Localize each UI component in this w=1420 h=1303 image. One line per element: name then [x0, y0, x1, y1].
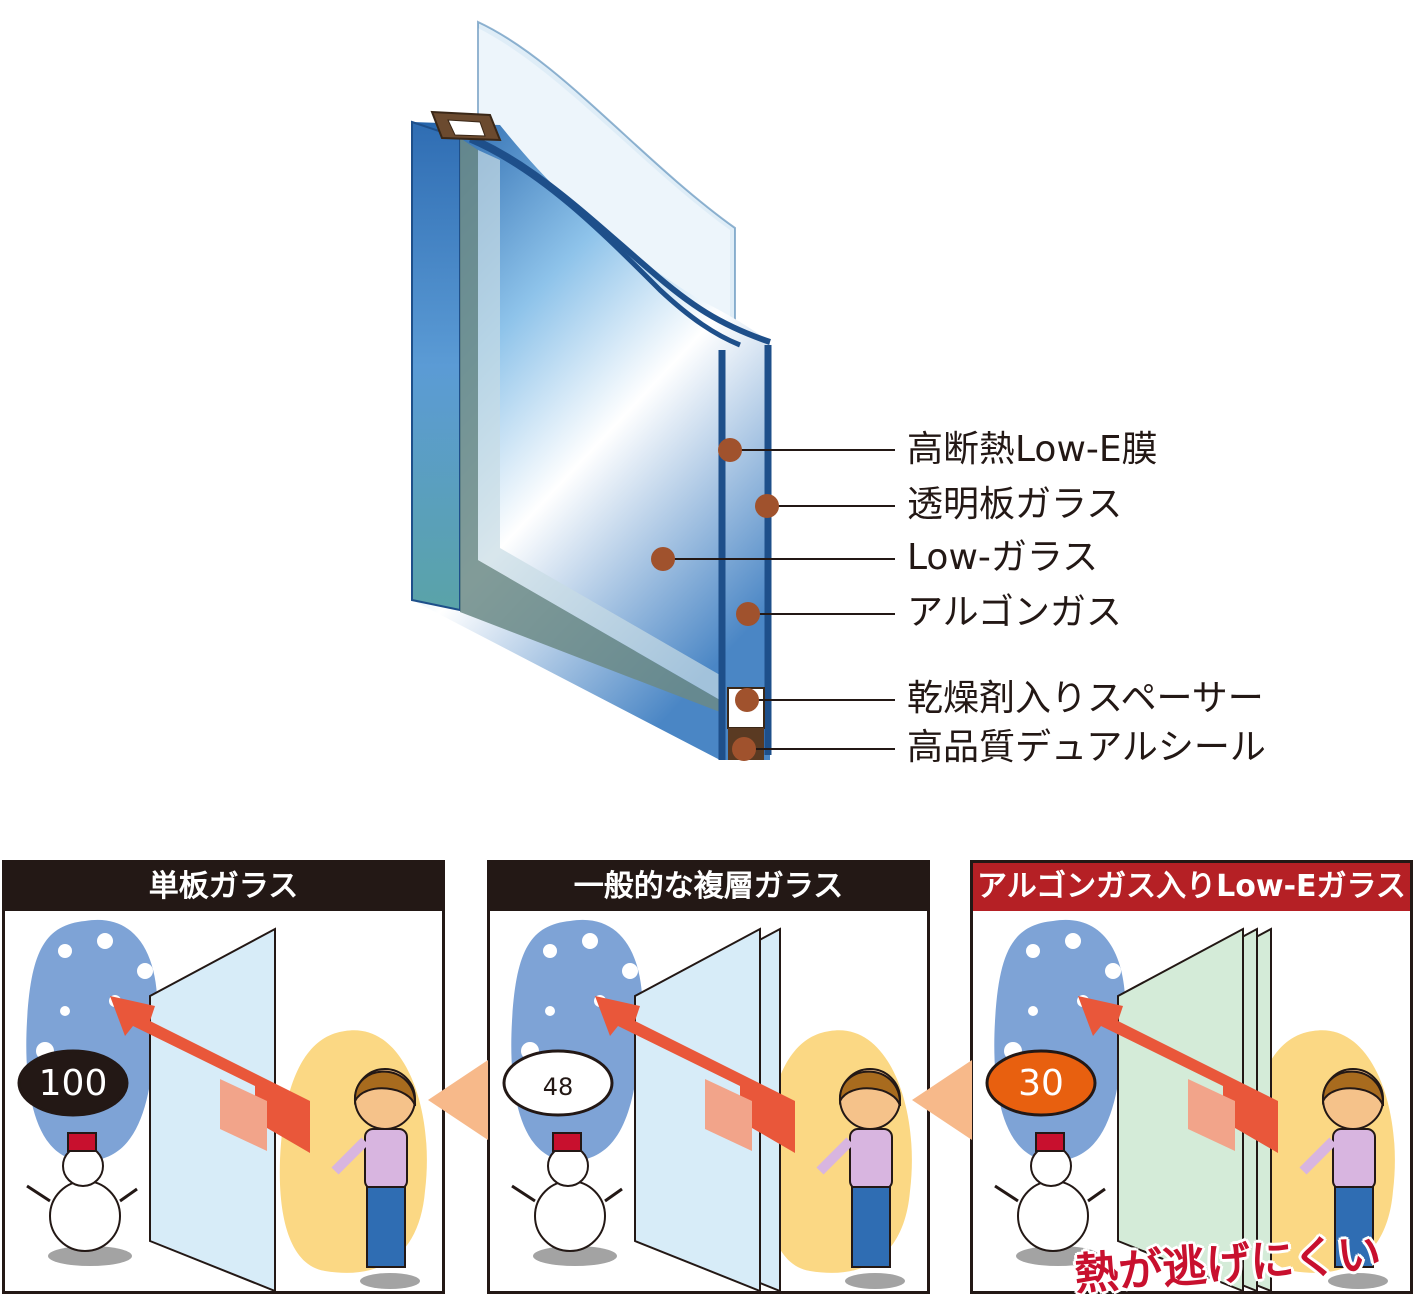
cold-area [26, 919, 158, 1161]
heat-arrow-inner [220, 1079, 267, 1151]
panel-title: アルゴンガス入りLow-Eガラス [973, 863, 1410, 911]
glass-pane [1117, 927, 1244, 1291]
callout-dot [736, 602, 760, 626]
snowman-icon [26, 1132, 138, 1266]
panel-argon-low-e-glass: アルゴンガス入りLow-Eガラス 30 [970, 860, 1413, 1294]
callout-dot [651, 547, 675, 571]
snow-dot [60, 1006, 70, 1016]
glass-pane [149, 927, 276, 1291]
heat-loss-scene: 48 [502, 919, 912, 1291]
panel-title: 一般的な複層ガラス [490, 863, 927, 911]
panel-title: 単板ガラス [5, 863, 442, 911]
snow-dot [545, 1006, 555, 1016]
cold-area [511, 919, 643, 1161]
snow-dot [1026, 944, 1040, 958]
callout-dot [755, 494, 779, 518]
snow-dot [137, 963, 153, 979]
callout-dot [732, 737, 756, 761]
heat-loss-scene: 30 [985, 919, 1395, 1291]
callout-low-glass: Low-ガラス [907, 537, 1099, 578]
snow-dot [1065, 933, 1081, 949]
snow-dot [622, 963, 638, 979]
panel-single-glass: 単板ガラス 100 [2, 860, 445, 1294]
value-label: 48 [543, 1073, 574, 1101]
snowman-icon [511, 1132, 623, 1266]
person-icon [1299, 1068, 1388, 1289]
value-label: 100 [39, 1063, 108, 1104]
chevron-left-icon [428, 1060, 488, 1140]
callout-spacer: 乾燥剤入りスペーサー [907, 678, 1264, 719]
snow-dot [58, 944, 72, 958]
callout-argon-gas: アルゴンガス [907, 592, 1122, 633]
value-label: 30 [1018, 1063, 1064, 1104]
snowman-icon [994, 1132, 1106, 1266]
snow-dot [1028, 1006, 1038, 1016]
panel-double-glass: 一般的な複層ガラス 48 [487, 860, 930, 1294]
chevron-left-icon [912, 1060, 972, 1140]
glass-cross-section [411, 20, 895, 761]
value-badge: 48 [502, 1049, 614, 1117]
snow-dot [582, 933, 598, 949]
value-badge: 30 [985, 1049, 1097, 1117]
snow-dot [97, 933, 113, 949]
heat-loss-scene: 100 [17, 919, 427, 1291]
value-badge: 100 [17, 1049, 129, 1117]
person-icon [331, 1068, 420, 1289]
snow-dot [543, 944, 557, 958]
snow-dot [1105, 963, 1121, 979]
callout-dot [718, 438, 742, 462]
heat-arrow-inner [705, 1079, 752, 1151]
callout-dot [735, 688, 759, 712]
person-icon [816, 1068, 905, 1289]
cold-area [994, 919, 1126, 1161]
callout-dual-seal: 高品質デュアルシール [907, 727, 1266, 768]
callout-clear-glass: 透明板ガラス [907, 484, 1123, 525]
heat-arrow-inner [1188, 1079, 1235, 1151]
callout-lines [663, 449, 895, 750]
glass-pane [634, 927, 761, 1291]
callout-low-e-film: 高断熱Low-E膜 [907, 429, 1158, 470]
